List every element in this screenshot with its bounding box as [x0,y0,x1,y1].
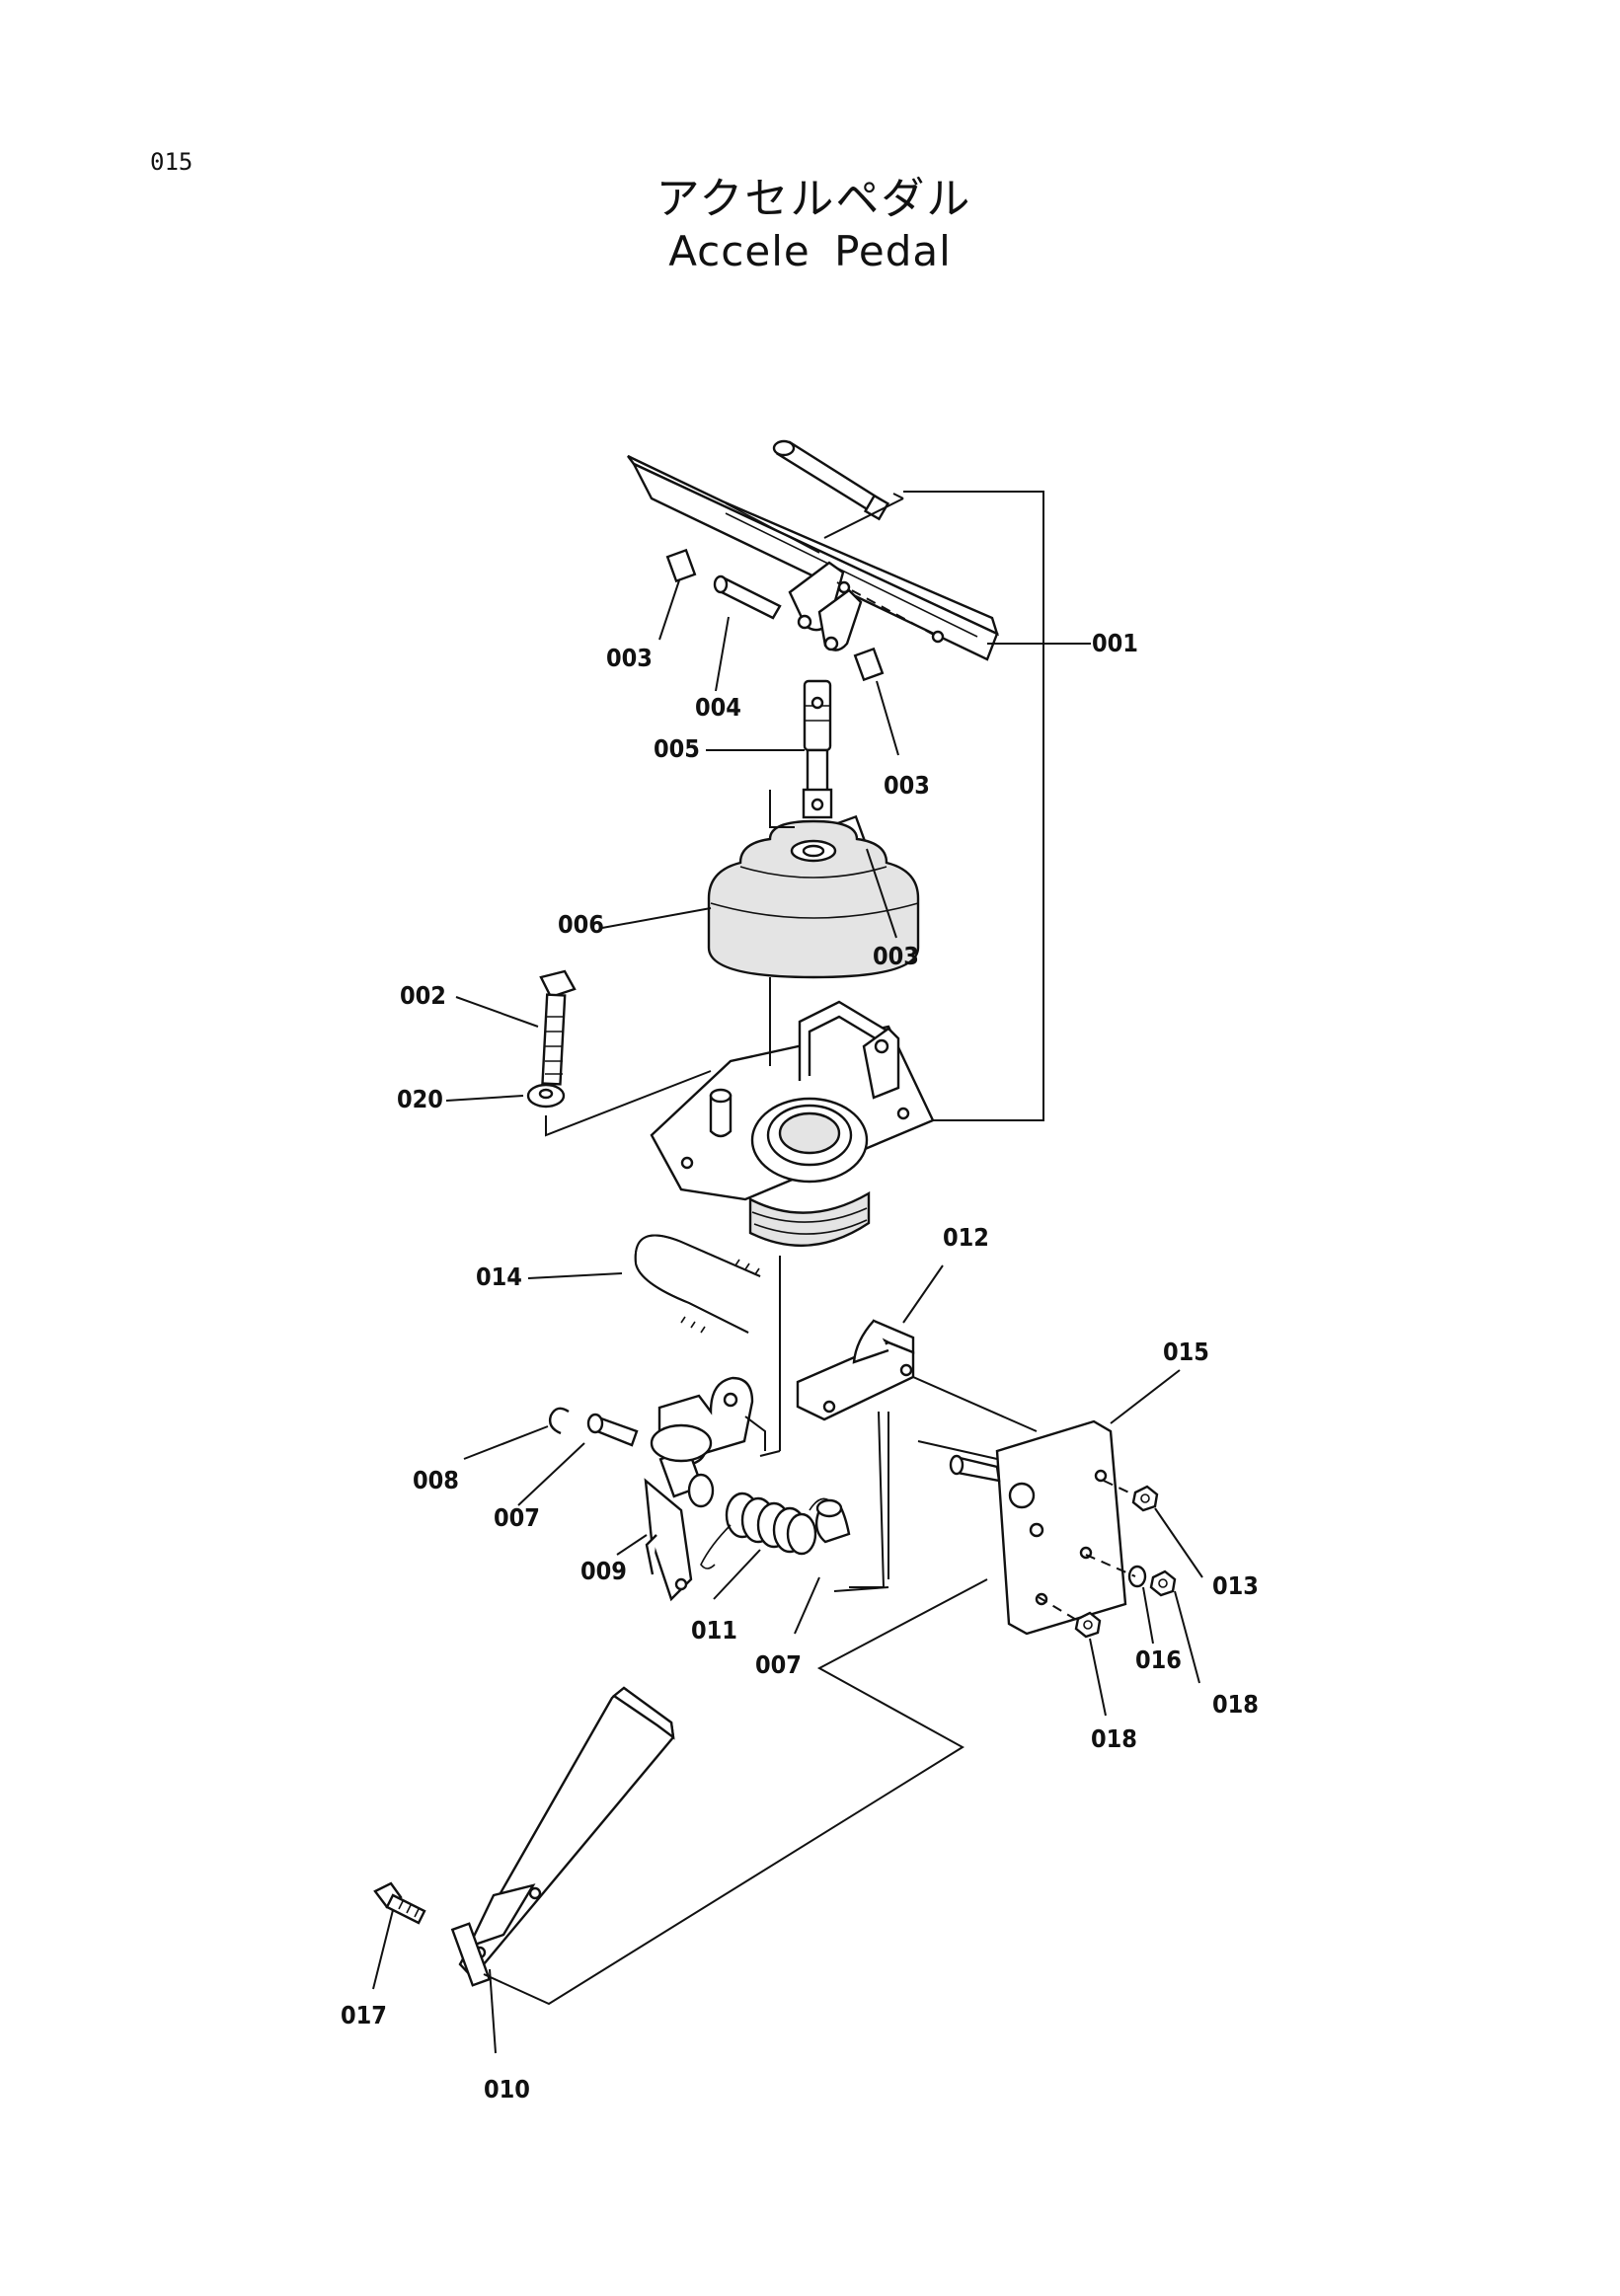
washer-part [526,1070,712,1137]
bolt-part-lower [373,1881,426,1925]
callout-011: 011 [691,1616,737,1645]
pin-part-lower [586,1413,851,1544]
rod-part [802,679,833,819]
callout-003-top: 003 [606,644,653,672]
callout-013: 013 [1212,1571,1259,1600]
callout-009: 009 [580,1557,627,1585]
lever-part [644,1376,754,1602]
callout-003-lower: 003 [873,942,919,970]
bolt-part [539,969,577,1086]
callout-007-left: 007 [494,1503,540,1532]
mounting-plate-part [949,1419,1127,1636]
callout-017: 017 [341,2001,387,2029]
callout-016: 016 [1135,1645,1182,1674]
pedal-arm-part [450,1686,675,1987]
page-number: 015 [150,148,193,176]
callout-005: 005 [654,734,700,763]
assembly-lines [483,491,1136,2006]
callout-014: 014 [476,1263,522,1291]
callout-004: 004 [695,693,741,722]
pin-part [713,574,782,620]
rubber-boot-part [707,819,920,979]
callout-020: 020 [397,1085,443,1113]
title-english: Accele Pedal [668,227,952,275]
callout-018-left: 018 [1091,1724,1137,1753]
callout-018-right: 018 [1212,1690,1259,1719]
callout-007-right: 007 [755,1650,802,1679]
callout-001: 001 [1092,629,1138,657]
title-japanese: アクセルペダル [656,174,972,224]
callout-015: 015 [1163,1338,1209,1366]
callout-008: 008 [413,1466,459,1494]
nut-part [1074,1485,1177,1639]
snap-ring-part [548,1407,570,1435]
bracket-part [796,1319,915,1421]
leader-lines [372,579,1203,2054]
spring-part [700,1492,830,1569]
callout-012: 012 [943,1223,989,1252]
callout-labels: 001 002 003 003 003 004 005 006 007 007 … [341,629,1259,2104]
base-bracket-part [650,1000,935,1248]
callout-002: 002 [400,981,446,1010]
callout-003-middle: 003 [884,771,930,800]
callout-006: 006 [558,910,604,939]
callout-010: 010 [484,2075,530,2104]
u-bolt-part [634,1234,761,1334]
